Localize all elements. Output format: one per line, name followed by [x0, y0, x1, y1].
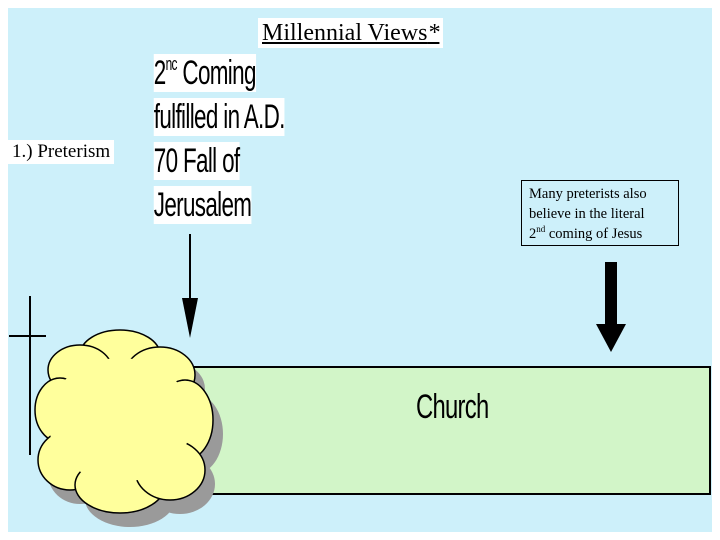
fulfillment-annotation: 2nc Coming fulfilled in A.D. 70 Fall of … — [153, 54, 285, 224]
view-label: 1.) Preterism — [8, 140, 115, 164]
cloud-fill — [48, 358, 192, 482]
note-line-1: Many preterists also — [529, 186, 647, 202]
note-line-2: believe in the literal — [529, 206, 645, 222]
second-coming-arrow — [596, 262, 626, 352]
note-box: Many preterists also believe in the lite… — [521, 180, 679, 246]
church-bar — [184, 366, 711, 495]
note-line-3: 2nd coming of Jesus — [529, 224, 643, 242]
church-label: Church — [416, 388, 489, 426]
fulfilled-arrow — [182, 234, 198, 338]
slide-title: Millennial Views* — [258, 18, 444, 48]
